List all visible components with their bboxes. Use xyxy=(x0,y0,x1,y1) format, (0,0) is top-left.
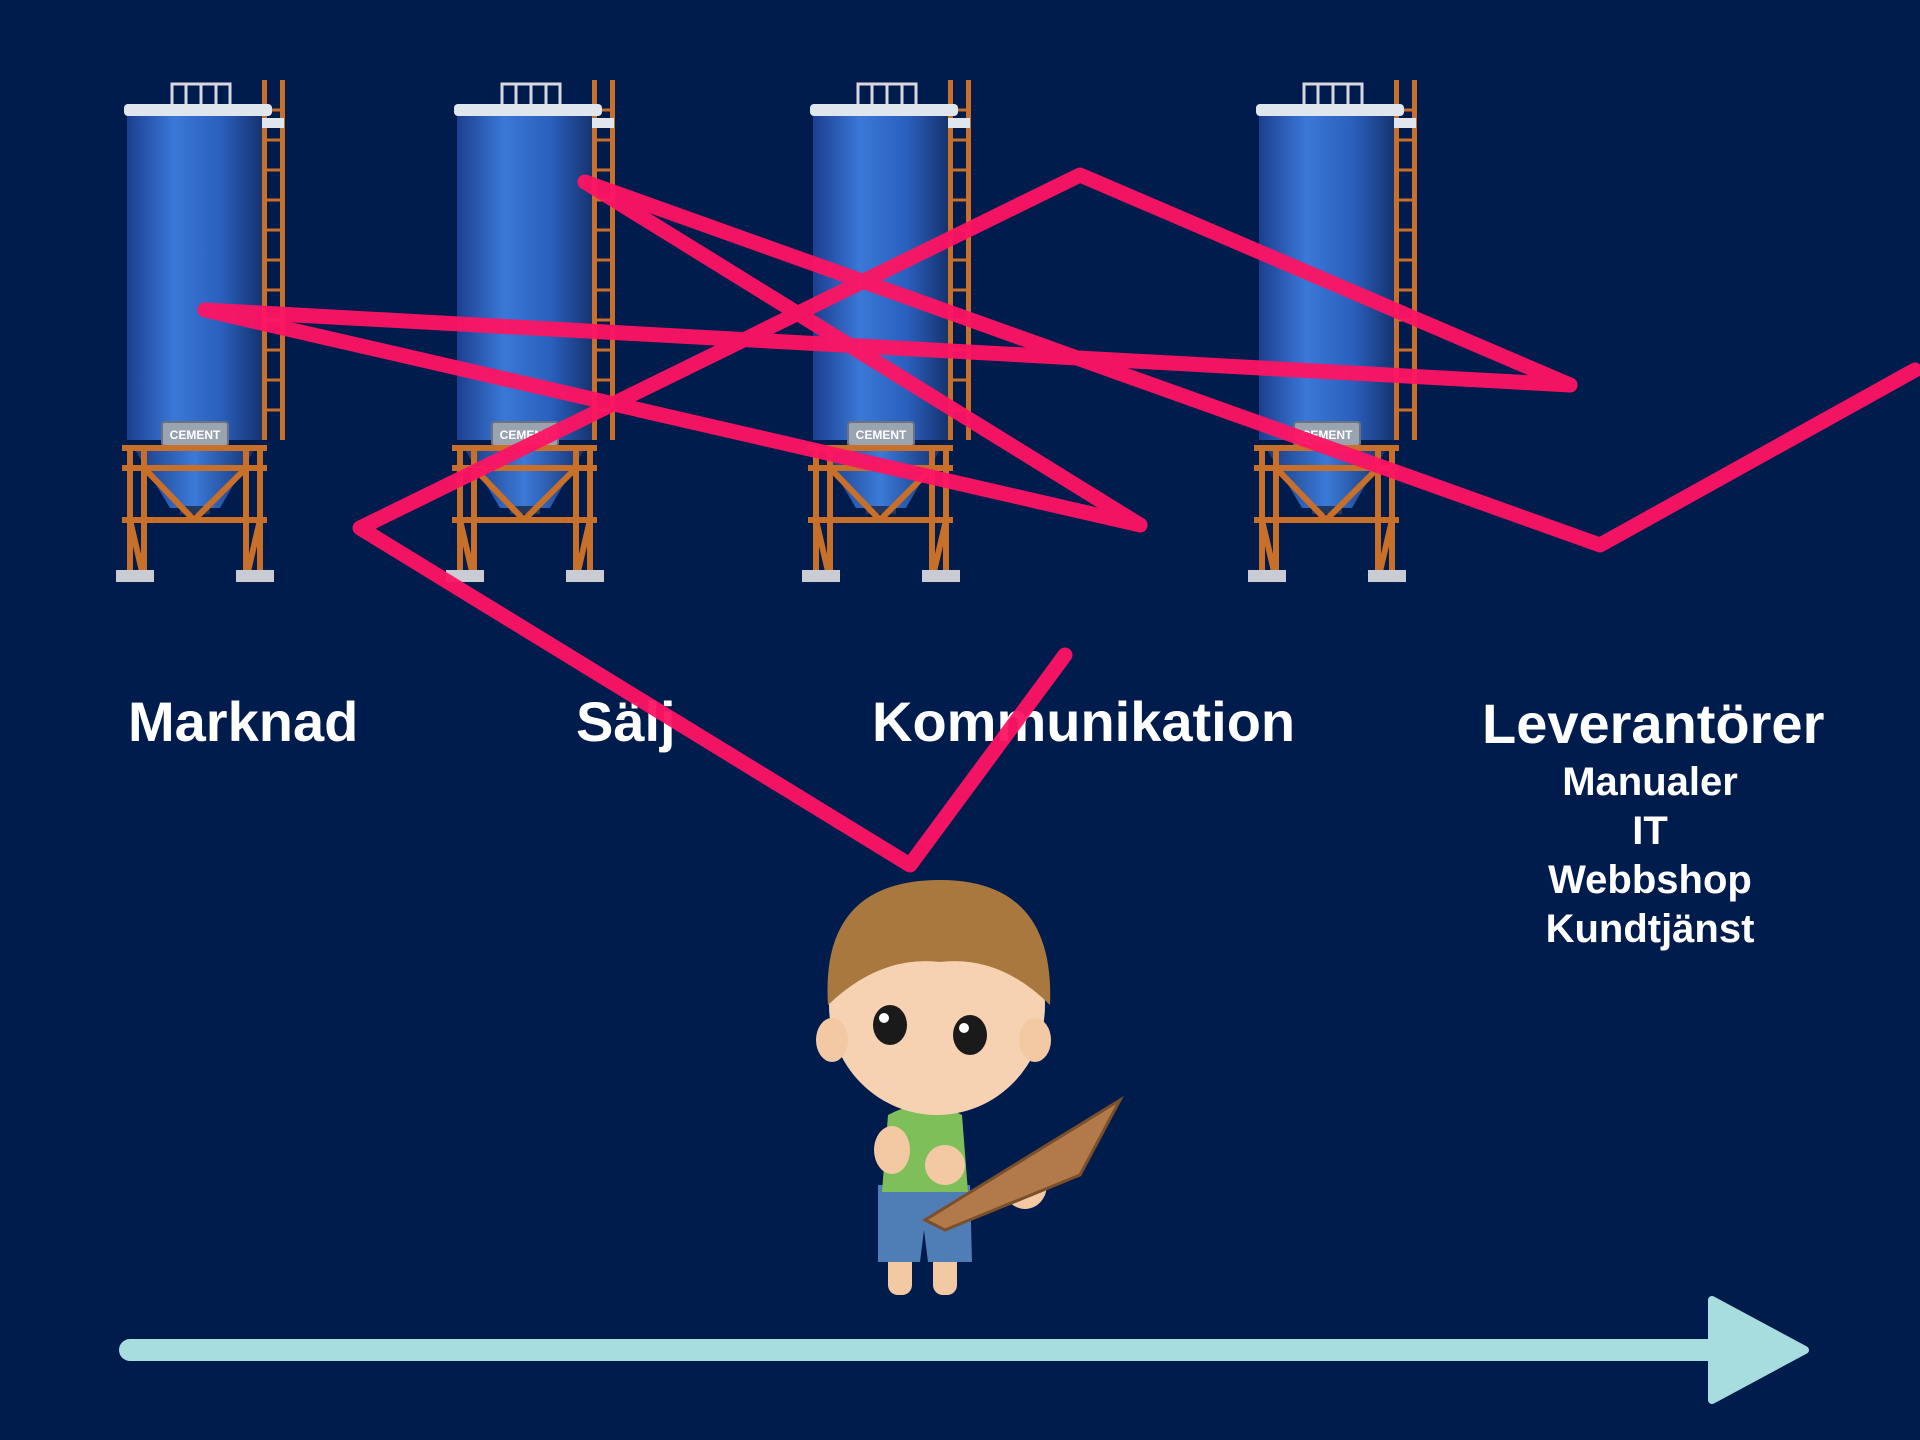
list-item: IT xyxy=(1632,809,1668,853)
column-label-kommunikation: Kommunikation xyxy=(872,690,1296,753)
list-item: Manualer xyxy=(1562,760,1738,804)
list-item: Kundtjänst xyxy=(1545,907,1755,951)
leverantorer-item-list: Manualer IT Webbshop Kundtjänst xyxy=(1490,758,1810,954)
column-label-leverantorer: Leverantörer xyxy=(1482,692,1825,755)
column-label-marknad: Marknad xyxy=(128,690,359,753)
list-item: Webbshop xyxy=(1548,858,1752,902)
